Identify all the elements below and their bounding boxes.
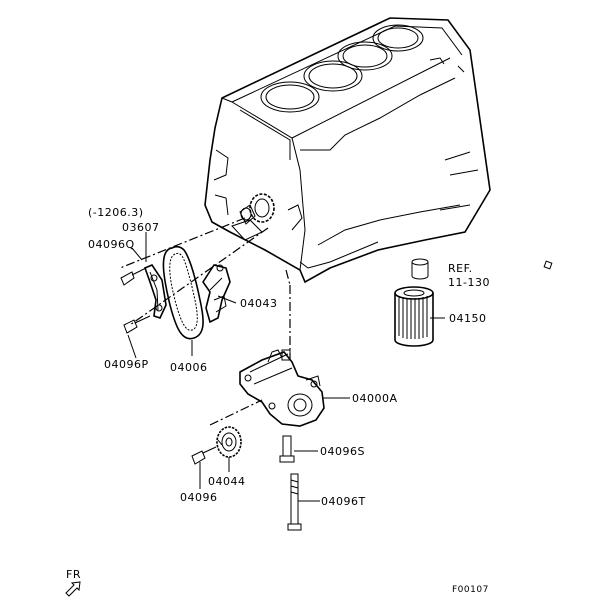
- chain-tensioner: [202, 264, 231, 324]
- bolt-04096q: [120, 267, 147, 286]
- label-04096: 04096: [180, 491, 218, 504]
- label-ref-2: 11-130: [448, 276, 490, 289]
- label-03607: 03607: [122, 221, 160, 234]
- label-range-note: (-1206.3): [88, 206, 144, 219]
- label-04000a: 04000A: [352, 392, 398, 405]
- label-04096q: 04096Q: [88, 238, 135, 251]
- crank-sprocket: [231, 193, 275, 241]
- label-04150: 04150: [449, 312, 487, 325]
- chain-guide: [143, 264, 167, 319]
- orientation-label: FR: [66, 568, 81, 581]
- label-04006: 04006: [170, 361, 208, 374]
- label-04096s: 04096S: [320, 445, 365, 458]
- bolt-04096t: [287, 473, 302, 531]
- label-04044: 04044: [208, 475, 246, 488]
- front-direction-arrow-icon: [65, 581, 81, 597]
- label-ref-1: REF.: [448, 262, 473, 275]
- engine-block: [204, 17, 553, 284]
- pump-sprocket: [216, 426, 242, 458]
- assembly-center-lines: [119, 217, 291, 426]
- leader-lines: [127, 232, 445, 502]
- label-04096t: 04096T: [321, 495, 366, 508]
- bolt-04096p: [123, 315, 151, 334]
- figure-code: F00107: [452, 585, 489, 595]
- bolt-04096s: [279, 435, 295, 463]
- oil-pump: [239, 349, 325, 427]
- timing-chain: [162, 245, 204, 340]
- oil-filter: [394, 286, 434, 347]
- label-04043: 04043: [240, 297, 278, 310]
- label-04096p: 04096P: [104, 358, 149, 371]
- ref-dowel: [411, 258, 429, 280]
- bolt-04096: [191, 446, 217, 465]
